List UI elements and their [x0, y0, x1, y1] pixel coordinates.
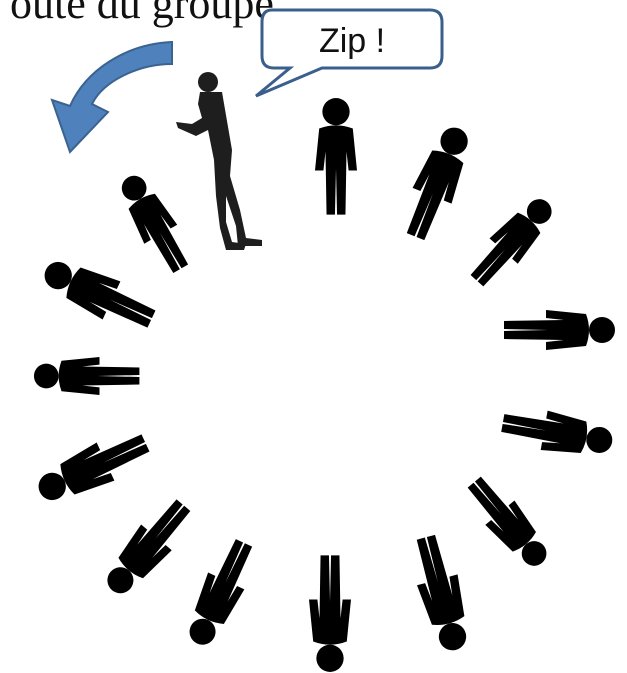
figure-right-2-person-icon [499, 403, 615, 462]
curved-arrow-counterclockwise-icon [52, 42, 172, 152]
figure-bottom-person-icon [309, 555, 351, 672]
figure-top-2-person-icon [396, 121, 479, 245]
figure-left-3-person-icon [37, 251, 160, 338]
figure-bottom-left-2-person-icon [97, 492, 199, 603]
figure-bottom-right-1-person-icon [460, 470, 557, 575]
figure-top-3-person-icon [463, 190, 562, 294]
figure-left-1-person-icon [31, 424, 154, 511]
figure-right-1-person-icon [504, 310, 615, 350]
standing-person-clapping-icon [176, 72, 262, 250]
figure-bottom-left-1-person-icon [179, 534, 262, 652]
bubble-text: Zip ! [319, 22, 385, 60]
figure-bottom-right-2-person-icon [406, 532, 477, 655]
figures-circle [31, 98, 616, 672]
figure-top-left-person-icon [112, 168, 198, 278]
figure-left-2-person-icon [34, 357, 139, 395]
figure-top-1-person-icon [315, 98, 357, 215]
speech-bubble: Zip ! [256, 10, 442, 96]
